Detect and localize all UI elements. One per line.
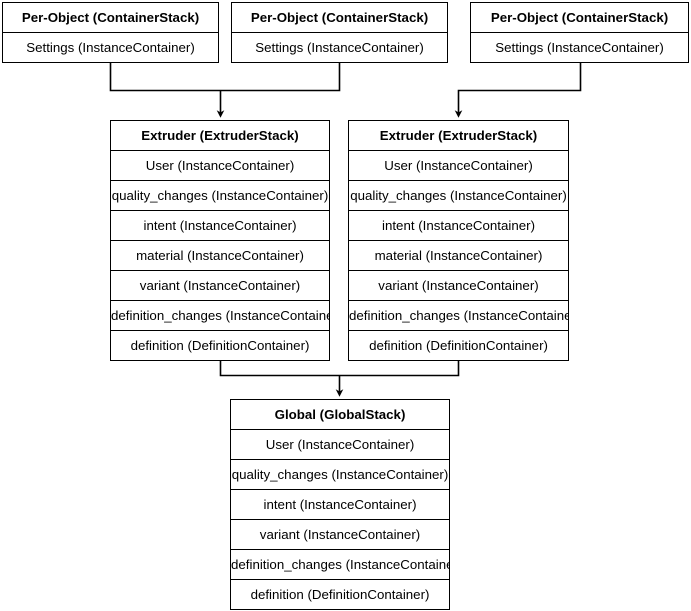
- stack-box-extruder-2: Extruder (ExtruderStack)User (InstanceCo…: [348, 120, 569, 361]
- stack-box-extruder-1: Extruder (ExtruderStack)User (InstanceCo…: [110, 120, 330, 361]
- stack-row: definition_changes (InstanceContainer): [111, 301, 329, 331]
- stack-row: intent (InstanceContainer): [111, 211, 329, 241]
- stack-row: variant (InstanceContainer): [231, 520, 449, 550]
- stack-row: quality_changes (InstanceContainer): [231, 460, 449, 490]
- stack-header-extruder-1: Extruder (ExtruderStack): [111, 121, 329, 151]
- stack-row: material (InstanceContainer): [111, 241, 329, 271]
- stack-row: User (InstanceContainer): [111, 151, 329, 181]
- stack-header-per-object-2: Per-Object (ContainerStack): [232, 3, 447, 33]
- stack-row: definition_changes (InstanceContainer): [349, 301, 568, 331]
- stack-row: Settings (InstanceContainer): [26, 40, 195, 55]
- stack-box-per-object-1: Per-Object (ContainerStack) Settings (Ins…: [2, 2, 219, 63]
- stack-row: Settings (InstanceContainer): [495, 40, 664, 55]
- stack-row: material (InstanceContainer): [349, 241, 568, 271]
- stack-header-per-object-1: Per-Object (ContainerStack): [3, 3, 218, 33]
- stack-row: intent (InstanceContainer): [231, 490, 449, 520]
- stack-row: definition (DefinitionContainer): [130, 338, 310, 353]
- stack-row: definition_changes (InstanceContainer): [231, 550, 449, 580]
- edge-perobject1-to-extruder1: [109, 63, 221, 92]
- stack-row: variant (InstanceContainer): [349, 271, 568, 301]
- stack-row: intent (InstanceContainer): [349, 211, 568, 241]
- stack-box-per-object-3: Per-Object (ContainerStack) Settings (Ins…: [470, 2, 689, 63]
- stack-row: variant (InstanceContainer): [111, 271, 329, 301]
- stack-row: quality_changes (InstanceContainer): [111, 181, 329, 211]
- stack-box-per-object-2: Per-Object (ContainerStack) Settings (Ins…: [231, 2, 448, 63]
- stack-row: User (InstanceContainer): [349, 151, 568, 181]
- stack-row: Settings (InstanceContainer): [255, 40, 424, 55]
- stack-header-per-object-3: Per-Object (ContainerStack): [471, 3, 688, 33]
- stack-header-extruder-2: Extruder (ExtruderStack): [349, 121, 568, 151]
- stack-box-global: Global (GlobalStack)User (InstanceContai…: [230, 399, 450, 610]
- stack-row: definition (DefinitionContainer): [369, 338, 548, 353]
- stack-row: User (InstanceContainer): [231, 430, 449, 460]
- stack-header-global: Global (GlobalStack): [231, 400, 449, 430]
- edge-extruder2-to-global: [339, 361, 460, 377]
- stack-row: definition (DefinitionContainer): [250, 587, 430, 602]
- edge-perobject2-to-extruder1: [220, 63, 341, 92]
- edge-perobject3-to-extruder2: [454, 63, 582, 118]
- edge-extruder1-to-global: [219, 361, 340, 377]
- stack-row: quality_changes (InstanceContainer): [349, 181, 568, 211]
